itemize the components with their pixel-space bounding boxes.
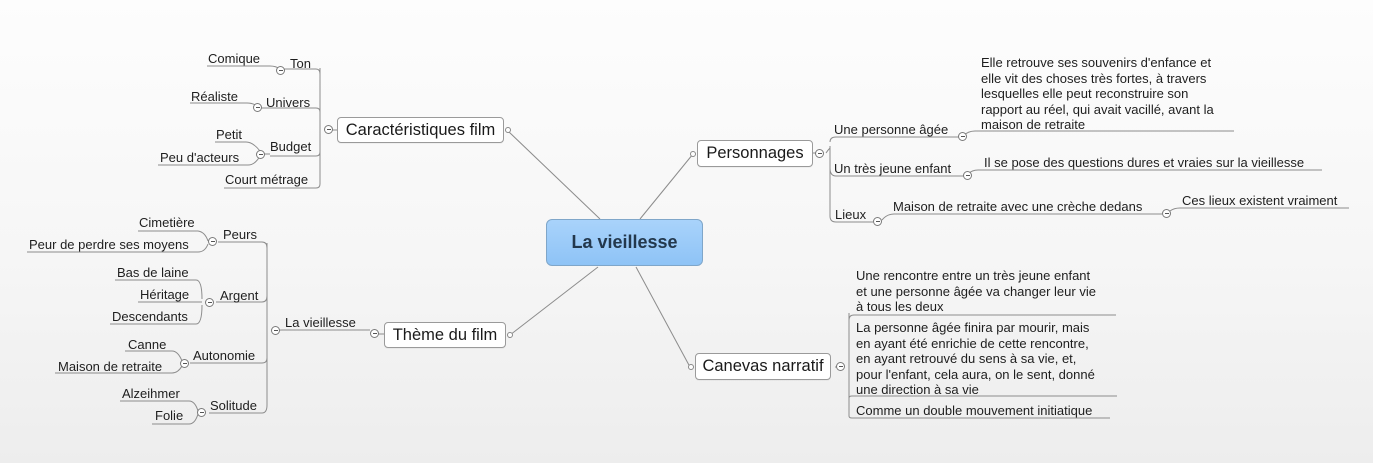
connector-dot [507,332,513,338]
topic-caracteristiques-film[interactable]: Caractéristiques film [337,117,504,143]
connector-dot [505,127,511,133]
collapse-toggle-icon[interactable] [253,103,262,112]
leaf-heritage[interactable]: Héritage [140,287,190,302]
collapse-toggle-icon[interactable] [276,66,285,75]
text-line: Une rencontre entre un très jeune enfant [856,268,1091,283]
note-enfant-questions[interactable]: Il se pose des questions dures et vraies… [984,155,1305,170]
leaf-comique[interactable]: Comique [208,51,261,66]
note-personne-agee-mourir[interactable]: La personne âgée finira par mourir, mais… [856,320,1126,398]
text-line: à tous les deux [856,299,944,314]
text-line: en ayant retrouvé du sens à sa vie, et, [856,351,1077,366]
leaf-alzeihmer[interactable]: Alzeihmer [122,386,180,401]
leaf-folie[interactable]: Folie [155,408,184,423]
subtopic-univers[interactable]: Univers [266,95,311,110]
subtopic-ton[interactable]: Ton [290,56,311,71]
collapse-toggle-icon[interactable] [197,408,206,417]
collapse-toggle-icon[interactable] [370,329,379,338]
leaf-maison-retraite-creche[interactable]: Maison de retraite avec une crèche dedan… [893,199,1143,214]
text-line: et une personne âgée va changer leur vie [856,283,1096,299]
collapse-toggle-icon[interactable] [963,171,972,180]
text-line: rapport au réel, qui avait vacillé, avan… [981,101,1214,117]
collapse-toggle-icon[interactable] [815,149,824,158]
collapse-toggle-icon[interactable] [205,298,214,307]
text-line: lesquelles elle peut reconstruire son [981,86,1189,101]
collapse-toggle-icon[interactable] [836,362,845,371]
text-line: en ayant été enrichie de cette rencontre… [856,335,1089,351]
subtopic-lieux[interactable]: Lieux [835,207,867,222]
subtopic-solitude[interactable]: Solitude [210,398,257,413]
leaf-canne[interactable]: Canne [128,337,167,352]
leaf-descendants[interactable]: Descendants [112,309,188,324]
leaf-realiste[interactable]: Réaliste [191,89,238,104]
text-line: La personne âgée finira par mourir, mais [856,320,1090,335]
subtopic-personne-agee[interactable]: Une personne âgée [834,122,949,137]
text-line: maison de retraite [981,117,1086,132]
note-personne-agee[interactable]: Elle retrouve ses souvenirs d'enfance et… [981,55,1241,133]
leaf-maison-retraite[interactable]: Maison de retraite [58,359,163,374]
collapse-toggle-icon[interactable] [271,326,280,335]
text-line: pour l'enfant, cela aura, on le sent, do… [856,366,1095,382]
subtopic-budget[interactable]: Budget [270,139,312,154]
topic-personnages[interactable]: Personnages [697,140,813,167]
leaf-peur-perdre-moyens[interactable]: Peur de perdre ses moyens [29,237,189,252]
collapse-toggle-icon[interactable] [256,150,265,159]
text-line: une direction à sa vie [856,382,979,397]
topic-theme-du-film[interactable]: Thème du film [384,322,506,348]
leaf-peu-acteurs[interactable]: Peu d'acteurs [160,150,240,165]
subtopic-autonomie[interactable]: Autonomie [193,348,256,363]
leaf-cimetiere[interactable]: Cimetière [139,215,195,230]
subtopic-peurs[interactable]: Peurs [223,227,257,242]
connector-dot [688,364,694,370]
collapse-toggle-icon[interactable] [1162,209,1171,218]
leaf-lieux-existent[interactable]: Ces lieux existent vraiment [1182,193,1338,208]
subtopic-argent[interactable]: Argent [220,288,259,303]
collapse-toggle-icon[interactable] [324,125,333,134]
subtopic-court-metrage[interactable]: Court métrage [225,172,309,187]
note-double-mouvement[interactable]: Comme un double mouvement initiatique [856,403,1093,418]
collapse-toggle-icon[interactable] [180,359,189,368]
subtopic-la-vieillesse[interactable]: La vieillesse [285,315,356,330]
leaf-bas-de-laine[interactable]: Bas de laine [117,265,189,280]
note-rencontre[interactable]: Une rencontre entre un très jeune enfant… [856,268,1126,315]
connector-dot [690,151,696,157]
collapse-toggle-icon[interactable] [958,132,967,141]
collapse-toggle-icon[interactable] [208,237,217,246]
subtopic-tres-jeune-enfant[interactable]: Un très jeune enfant [834,161,952,176]
central-topic[interactable]: La vieillesse [546,219,703,266]
text-line: elle vit des choses très fortes, à trave… [981,70,1207,86]
topic-canevas-narratif[interactable]: Canevas narratif [695,353,831,380]
collapse-toggle-icon[interactable] [873,217,882,226]
leaf-petit[interactable]: Petit [216,127,243,142]
text-line: Elle retrouve ses souvenirs d'enfance et [981,55,1212,70]
